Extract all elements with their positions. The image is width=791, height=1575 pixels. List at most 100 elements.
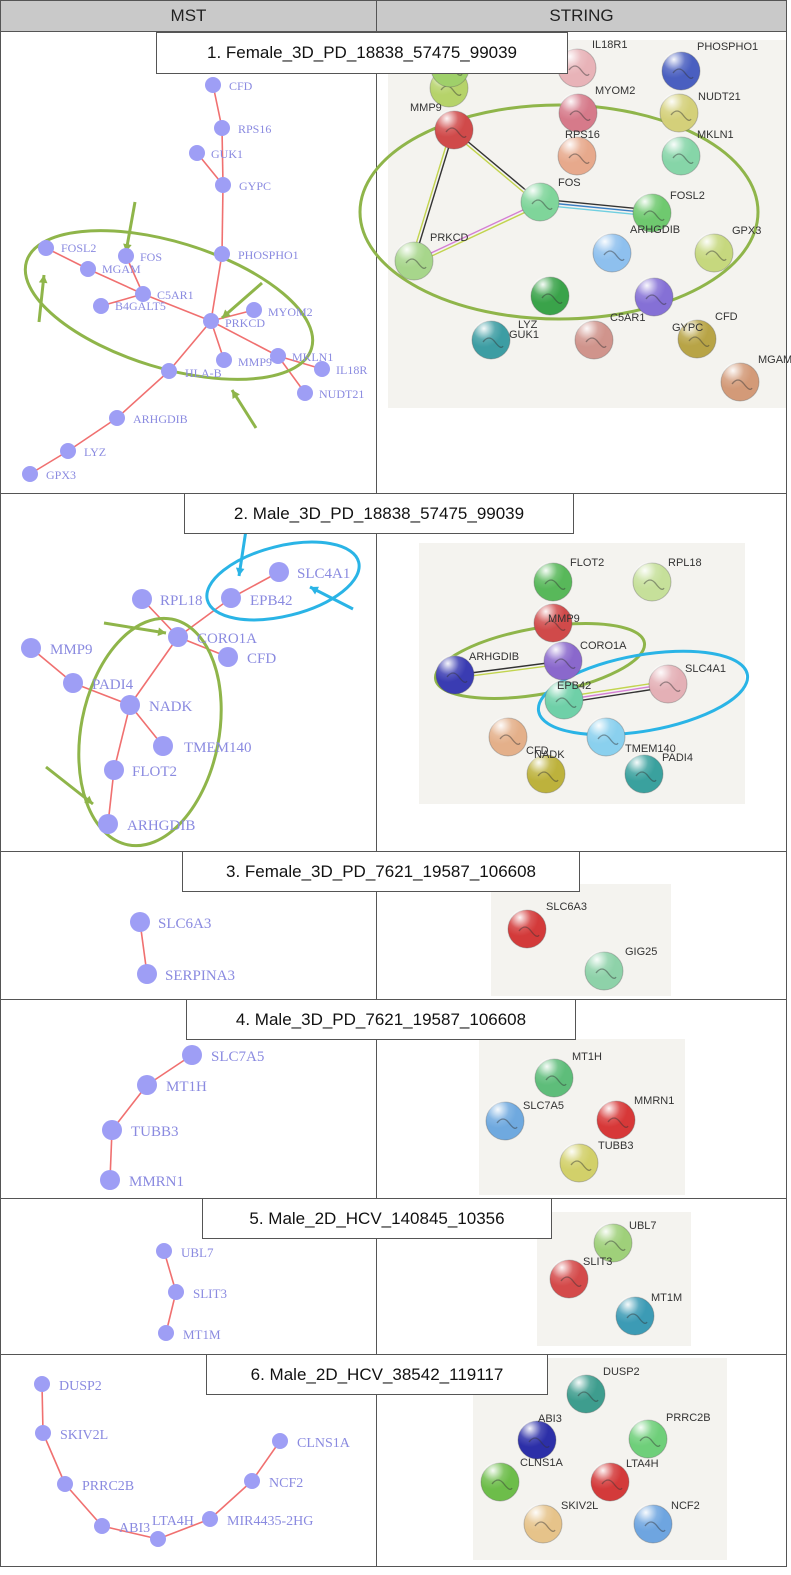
mst-1-node-gpx3: [22, 466, 38, 482]
string-1-label-mkln1: MKLN1: [697, 129, 734, 141]
mst-1-node-mkln1: [270, 348, 286, 364]
string-1-node-lyz-structure: [541, 293, 563, 304]
mst-1-node-mgam: [80, 261, 96, 277]
mst-1-label-b4galt5: B4GALT5: [115, 299, 166, 313]
mst-1-edge-prkcd-mkln1: [210, 320, 279, 357]
mst-1-node-fosl2: [38, 240, 54, 256]
mst-4-node-mmrn1: [100, 1170, 120, 1190]
string-1-label-il18r1: IL18R1: [592, 39, 627, 51]
string-2-node-rpl18-shine: [633, 562, 667, 596]
mst-1-node-mmp9: [216, 352, 232, 368]
mst-2-label-rpl18: RPL18: [160, 593, 203, 609]
string-6-node-abi3-shine: [518, 1420, 552, 1454]
string-6-label-clns1a: CLNS1A: [520, 1457, 563, 1469]
string-5-node-mt1m-shine: [616, 1296, 650, 1330]
mst-1-label-phospho1: PHOSPHO1: [238, 248, 299, 262]
string-1-label-mgam: MGAM: [758, 354, 791, 366]
mst-1-edge-arhgdib-lyz: [67, 417, 118, 452]
highlight-arrow-1-head: [123, 243, 132, 252]
highlight-ellipse-6: [536, 649, 750, 737]
string-6-node-clns1a-shine: [481, 1462, 515, 1496]
mst-6-label-dusp2: DUSP2: [59, 1379, 102, 1394]
header-mst: MST: [0, 0, 377, 32]
mst-6-edge-skiv2l-prrc2b: [42, 1432, 66, 1485]
string-3-label-gig25: GIG25: [625, 946, 657, 958]
mst-2-label-epb42: EPB42: [250, 593, 293, 609]
string-2-node-nadk-shine: [527, 754, 561, 788]
string-1-node-guk1-shine: [472, 320, 506, 354]
mst-2-label-cfd: CFD: [247, 651, 276, 667]
highlight-arrow-6-head: [84, 795, 93, 804]
highlight-arrow-3-head: [222, 309, 231, 318]
string-1-node-cfd-shine: [678, 319, 712, 353]
panel-1-title: 1. Female_3D_PD_18838_57475_99039: [156, 32, 568, 74]
string-1-node-phospho1-structure: [672, 68, 694, 79]
highlight-arrow-5: [103, 621, 167, 635]
mst-2-node-tmem140: [153, 736, 173, 756]
string-4-node-mt1h-shine: [535, 1058, 569, 1092]
mst-6-label-prrc2b: PRRC2B: [82, 1479, 134, 1494]
string-2-node-epb42-structure: [555, 697, 577, 708]
mst-2-edge-nadk-flot2: [113, 704, 131, 771]
mst-2-node-coro1a: [168, 627, 188, 647]
string-2-node-coro1a-structure: [554, 658, 576, 669]
string-6-node-lta4h-shine: [591, 1462, 625, 1496]
panel-4-title: 4. Male_3D_PD_7621_19587_106608: [186, 999, 576, 1040]
string-6-label-ncf2: NCF2: [671, 1500, 700, 1512]
mst-1-label-fos: FOS: [140, 250, 162, 264]
mst-1-label-prkcd: PRKCD: [225, 316, 265, 330]
mst-3-node-serpina3: [137, 964, 157, 984]
string-1-node-gypc-structure: [645, 294, 667, 305]
string-2-node-flot2-structure: [544, 579, 566, 590]
highlight-arrow-3: [221, 281, 263, 320]
string-1-node-arhgdib-structure: [603, 250, 625, 261]
string-4-node-tubb3-structure: [570, 1160, 592, 1171]
mst-1-label-c5ar1: C5AR1: [157, 288, 194, 302]
string-2-node-flot2-shine: [534, 562, 568, 596]
highlight-ellipse-2: [77, 616, 223, 848]
string-1-edge-mmp9-prkcd-1: [413, 129, 455, 262]
string-1-label-cfd: CFD: [715, 311, 738, 323]
string-6-node-skiv2l-shine: [524, 1504, 558, 1538]
mst-3-label-serpina3: SERPINA3: [165, 968, 235, 984]
string-1-node-nudt21-shine: [660, 93, 694, 127]
mst-1-node-guk1: [189, 145, 205, 161]
string-1-node-mkln1-structure: [672, 153, 694, 164]
string-1-node-fos-shine: [521, 182, 555, 216]
string-2-node-padi4-shine: [625, 754, 659, 788]
string-6-node-ncf2-shine: [634, 1504, 668, 1538]
string-6-node-prrc2b-structure: [639, 1436, 661, 1447]
string-1-node-c5ar1-structure: [585, 337, 607, 348]
string-5-node-slit3-structure: [560, 1276, 582, 1287]
mst-6-label-clns1a: CLNS1A: [297, 1436, 351, 1451]
mst-6-node-abi3: [94, 1518, 110, 1534]
string-1-node-fos-structure: [531, 199, 553, 210]
panel-3-title: 3. Female_3D_PD_7621_19587_106608: [182, 851, 580, 892]
highlight-arrow-6: [45, 765, 94, 806]
mst-1-node-arhgdib: [109, 410, 125, 426]
string-1-node-gypc-shine: [635, 277, 669, 311]
mst-1-label-cfd: CFD: [229, 79, 253, 93]
string-2-node-padi4-structure: [635, 771, 657, 782]
string-2-node-nadk-structure: [537, 771, 559, 782]
string-4-node-tubb3-shine: [560, 1143, 594, 1177]
string-1-label-gypc: GYPC: [672, 322, 703, 334]
mst-1-label-fosl2: FOSL2: [61, 241, 96, 255]
mst-1-node-c5ar1: [135, 286, 151, 302]
string-1-label-phospho1: PHOSPHO1: [697, 41, 758, 53]
mst-1-node-hla-b: [161, 363, 177, 379]
highlight-arrow-2-head: [38, 275, 48, 284]
string-2-label-coro1a: CORO1A: [580, 640, 627, 652]
string-1-node-rps16-shine: [558, 136, 592, 170]
highlight-arrow-5-head: [157, 627, 166, 637]
mst-1-label-mmp9: MMP9: [238, 355, 272, 369]
mst-1-label-guk1: GUK1: [211, 147, 243, 161]
string-1-edge-prkcd-fos-3: [414, 204, 542, 265]
mst-6-edge-lta4h-mir4435-2hg: [157, 1518, 211, 1540]
string-6-node-skiv2l-structure: [534, 1521, 556, 1532]
mst-6-node-dusp2: [34, 1376, 50, 1392]
string-2-node-slc4a1-structure: [659, 681, 681, 692]
string-5-label-ubl7: UBL7: [629, 1220, 657, 1232]
mst-2-label-coro1a: CORO1A: [197, 631, 257, 647]
